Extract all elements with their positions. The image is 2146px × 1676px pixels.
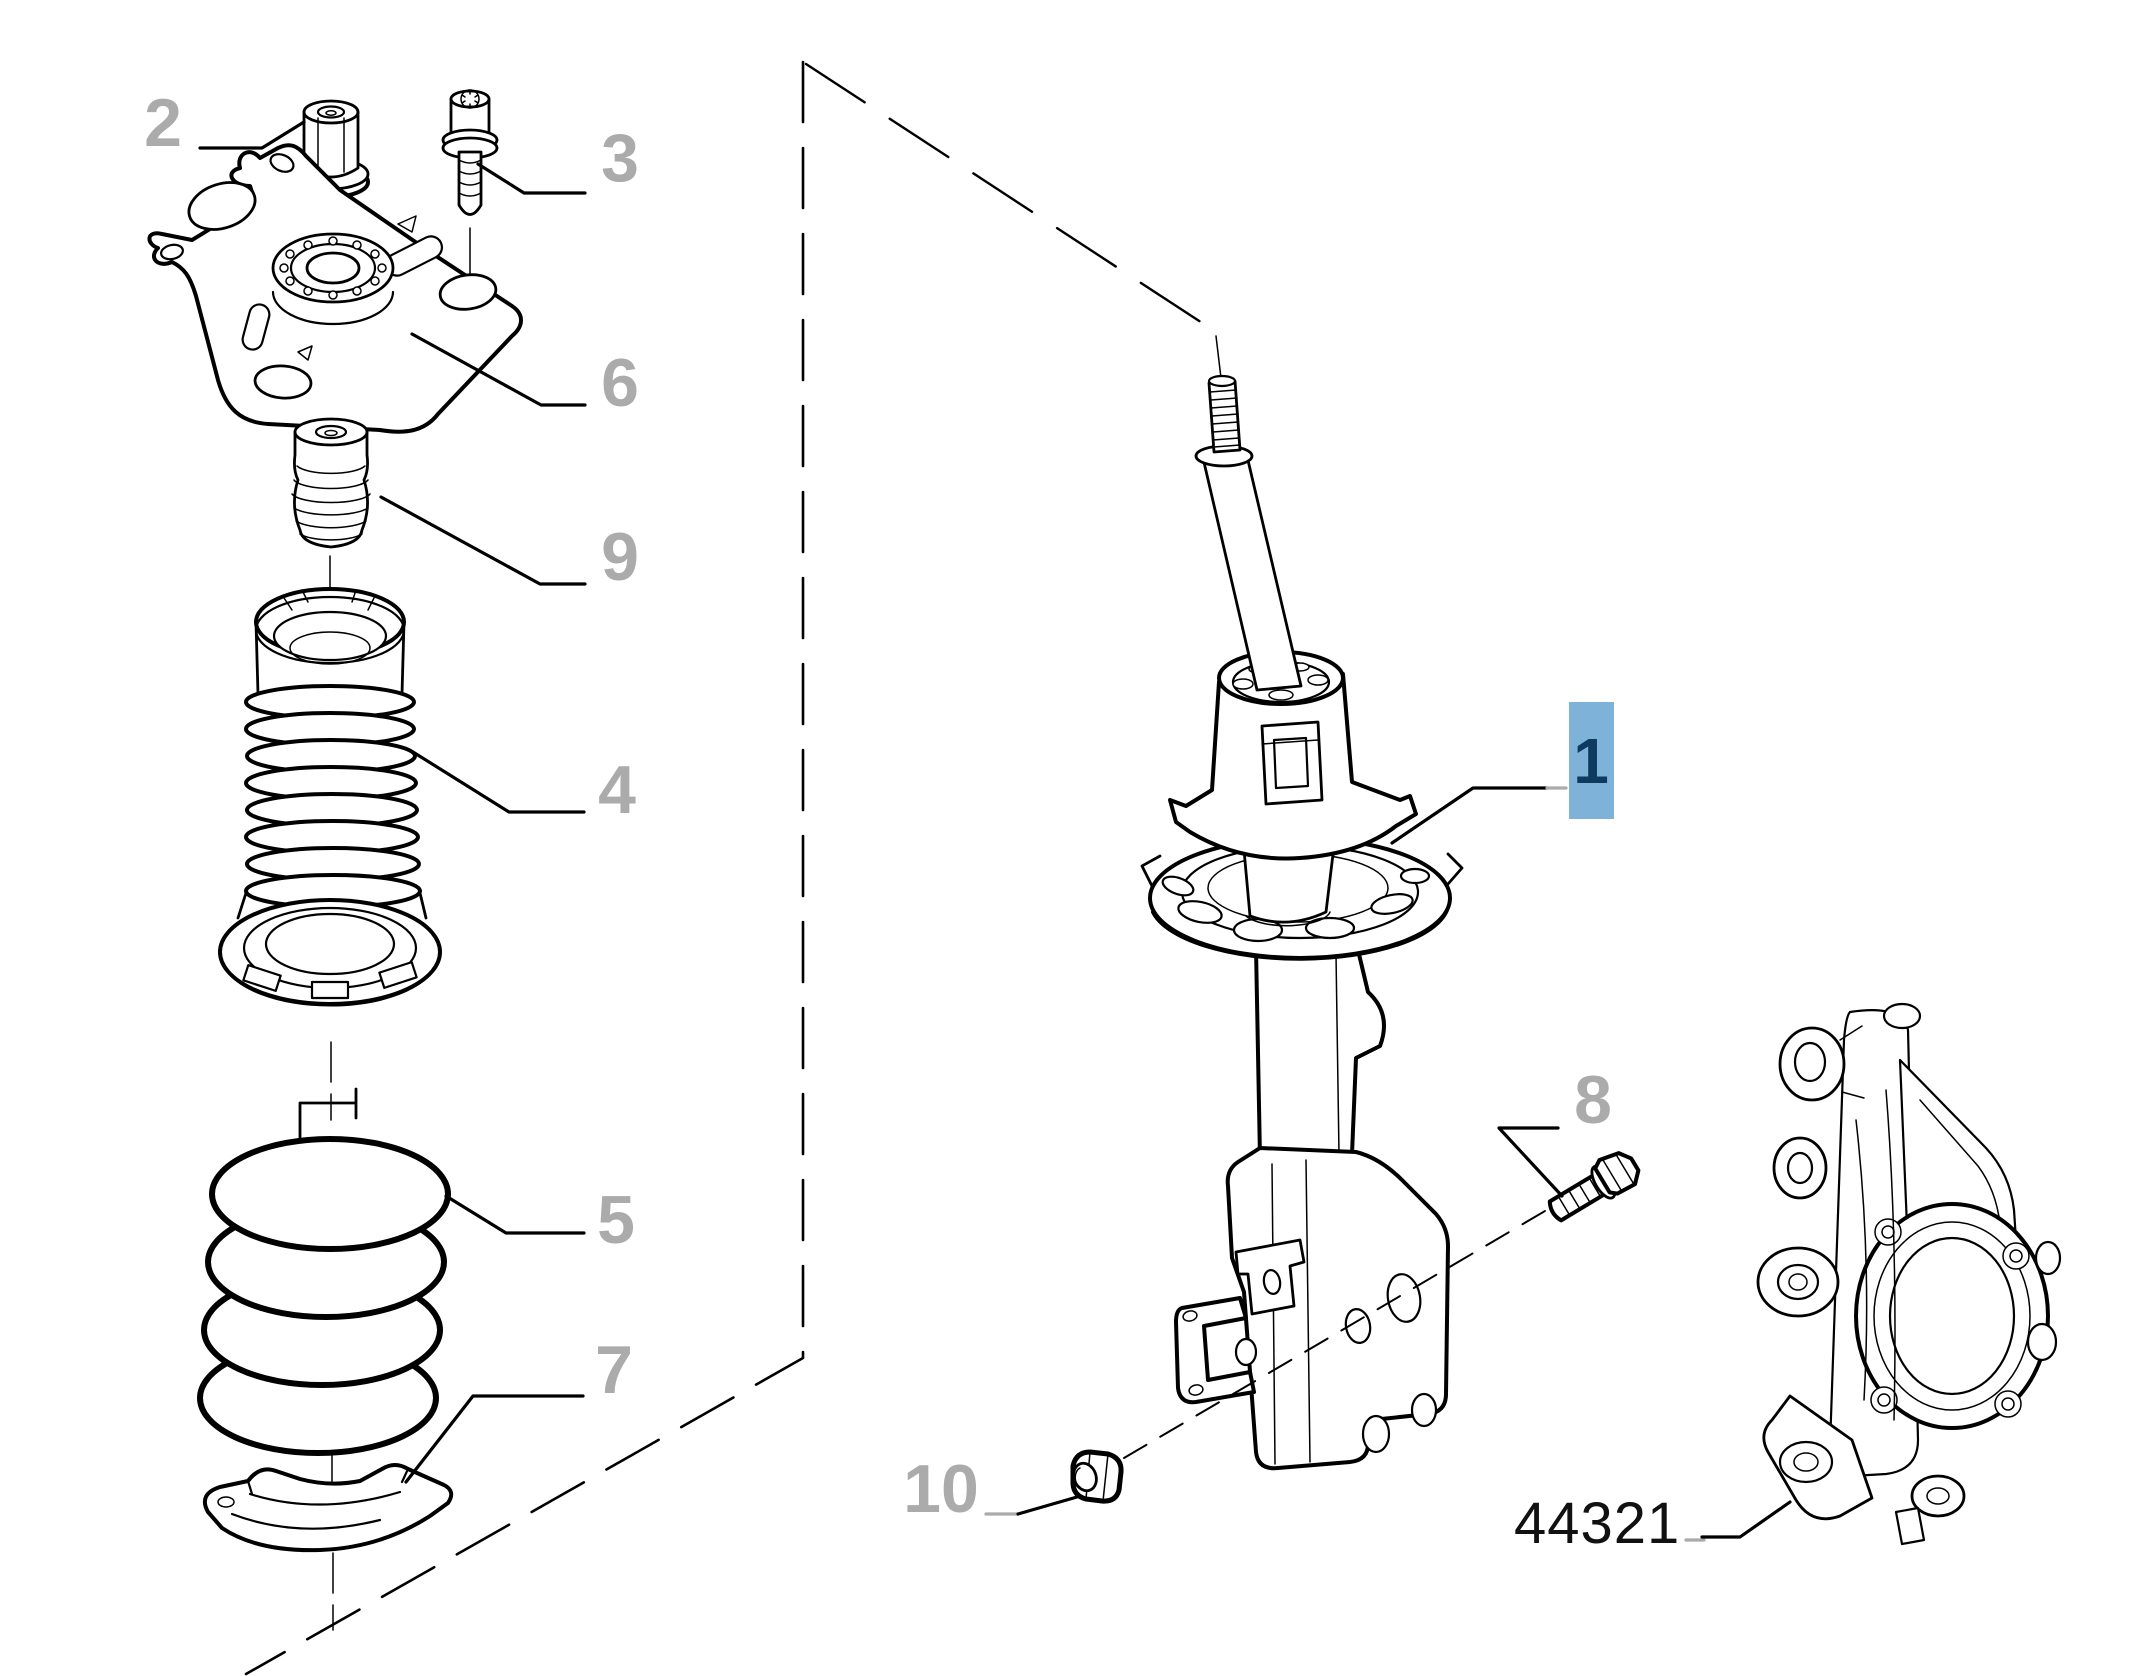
bump-stop-drawing — [291, 417, 371, 549]
callout-1[interactable]: 1 — [1573, 725, 1609, 797]
spring-seat-drawing — [203, 1463, 454, 1553]
boot-bellows — [244, 684, 422, 909]
strut-mount-plate-drawing — [147, 143, 523, 434]
steering-knuckle-drawing — [1756, 1002, 2062, 1546]
divider-dashed-line — [244, 60, 1222, 1676]
callout-6[interactable]: 6 — [601, 345, 639, 421]
drawing-reference-number[interactable]: 44321 — [1514, 1491, 1680, 1556]
selected-callout-box[interactable] — [1569, 702, 1614, 819]
dust-boot-drawing — [218, 587, 442, 1007]
coil-spring-drawing — [197, 1087, 451, 1456]
bracket-nut-drawing — [1070, 1449, 1124, 1504]
callout-5[interactable]: 5 — [597, 1182, 635, 1258]
callout-10[interactable]: 10 — [903, 1451, 979, 1527]
strut-mount-bolt-drawing — [441, 89, 499, 216]
callout-3[interactable]: 3 — [601, 120, 639, 196]
callout-4[interactable]: 4 — [598, 752, 636, 828]
selected-callout-1[interactable]: 1 — [1569, 702, 1614, 819]
callout-9[interactable]: 9 — [601, 519, 639, 595]
callout-7[interactable]: 7 — [595, 1332, 633, 1408]
callout-2[interactable]: 2 — [144, 85, 182, 161]
callout-8[interactable]: 8 — [1574, 1062, 1612, 1138]
bearing-balls — [279, 236, 387, 300]
strut-assembly-drawing — [1140, 374, 1464, 1471]
callout-leader-lines — [198, 120, 1792, 1542]
bracket-bolt-drawing — [1547, 1151, 1641, 1223]
